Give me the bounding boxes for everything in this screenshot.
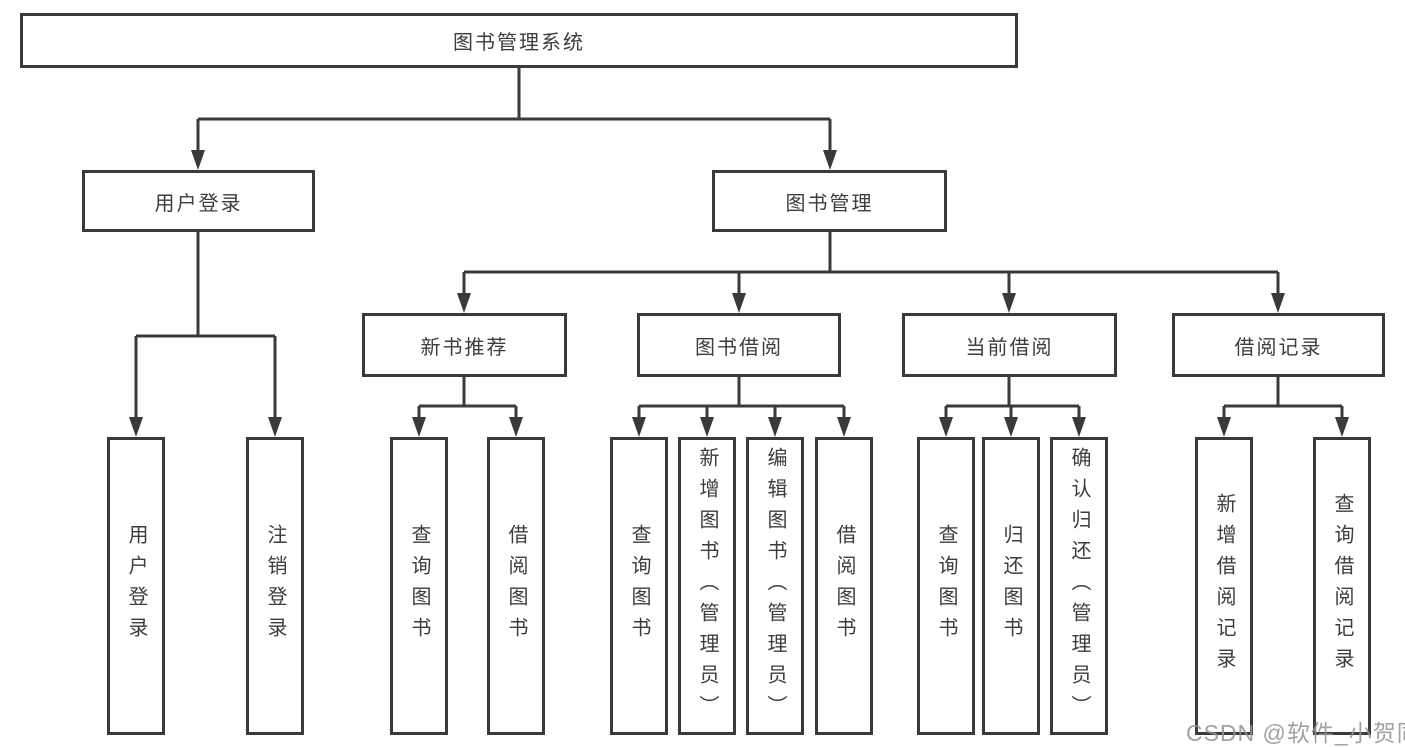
- node-label: 查询借阅记录: [1331, 493, 1353, 679]
- csdn-watermark: CSDN @软件_小贺同学: [1186, 720, 1405, 746]
- node-label: 新增图书（管理员）: [696, 446, 718, 726]
- node-label: 确认归还（管理员）: [1068, 446, 1090, 726]
- node-label: 借阅记录: [1234, 336, 1323, 359]
- node-label: 查询图书: [935, 524, 957, 648]
- node-leaf-confirm-return-admin: 确认归还（管理员）: [1050, 437, 1108, 735]
- node-label: 用户登录: [125, 524, 147, 648]
- node-root-system: 图书管理系统: [20, 13, 1018, 68]
- node-leaf-query-borrow-record: 查询借阅记录: [1313, 437, 1371, 735]
- node-leaf-user-login: 用户登录: [107, 437, 165, 735]
- node-label: 新增借阅记录: [1213, 493, 1235, 679]
- node-label: 归还图书: [1000, 524, 1022, 648]
- node-label: 图书管理: [785, 192, 874, 215]
- node-label: 用户登录: [154, 192, 243, 215]
- node-label: 查询图书: [408, 524, 430, 648]
- node-leaf-query-books-3: 查询图书: [917, 437, 975, 735]
- node-user-login-branch: 用户登录: [82, 170, 315, 232]
- node-book-borrow: 图书借阅: [637, 313, 841, 377]
- node-leaf-add-borrow-record: 新增借阅记录: [1195, 437, 1253, 735]
- node-leaf-query-books-1: 查询图书: [390, 437, 448, 735]
- node-leaf-query-books-2: 查询图书: [610, 437, 668, 735]
- node-leaf-add-book-admin: 新增图书（管理员）: [678, 437, 736, 735]
- node-borrow-records: 借阅记录: [1172, 313, 1385, 377]
- node-root-label: 图书管理系统: [453, 32, 585, 54]
- node-leaf-logout: 注销登录: [246, 437, 304, 735]
- node-leaf-borrow-books-1: 借阅图书: [487, 437, 545, 735]
- node-label: 借阅图书: [505, 524, 527, 648]
- node-label: 图书借阅: [695, 336, 783, 359]
- node-book-management: 图书管理: [712, 170, 947, 232]
- node-leaf-return-book: 归还图书: [982, 437, 1040, 735]
- node-current-borrow: 当前借阅: [902, 313, 1117, 377]
- node-label: 查询图书: [628, 524, 650, 648]
- node-new-book-recommend: 新书推荐: [362, 313, 567, 377]
- node-label: 借阅图书: [833, 524, 855, 648]
- node-label: 新书推荐: [420, 336, 509, 359]
- node-label: 当前借阅: [965, 336, 1054, 359]
- node-leaf-borrow-books-2: 借阅图书: [815, 437, 873, 735]
- node-label: 编辑图书（管理员）: [764, 446, 786, 726]
- node-label: 注销登录: [264, 524, 286, 648]
- node-leaf-edit-book-admin: 编辑图书（管理员）: [746, 437, 804, 735]
